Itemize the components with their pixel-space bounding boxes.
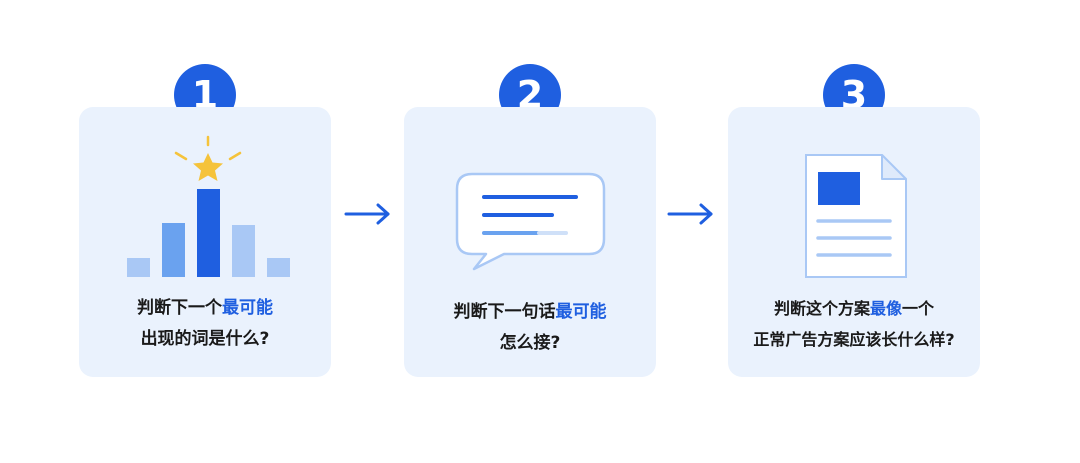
arrow-right-icon bbox=[344, 203, 390, 225]
document-icon bbox=[805, 154, 907, 278]
step-3-card: 判断这个方案最像一个 正常广告方案应该长什么样? bbox=[728, 107, 980, 377]
chat-bubble-icon bbox=[455, 172, 606, 271]
step-3-caption: 判断这个方案最像一个 正常广告方案应该长什么样? bbox=[753, 299, 955, 349]
step-1-card: 判断下一个最可能 出现的词是什么? bbox=[79, 107, 331, 377]
step-1-caption: 判断下一个最可能 出现的词是什么? bbox=[137, 298, 273, 349]
bar-chart-star-icon bbox=[127, 135, 290, 277]
step-2-card: 判断下一句话最可能 怎么接? bbox=[404, 107, 656, 377]
arrow-right-icon bbox=[667, 203, 713, 225]
step-2-caption: 判断下一句话最可能 怎么接? bbox=[453, 302, 607, 353]
